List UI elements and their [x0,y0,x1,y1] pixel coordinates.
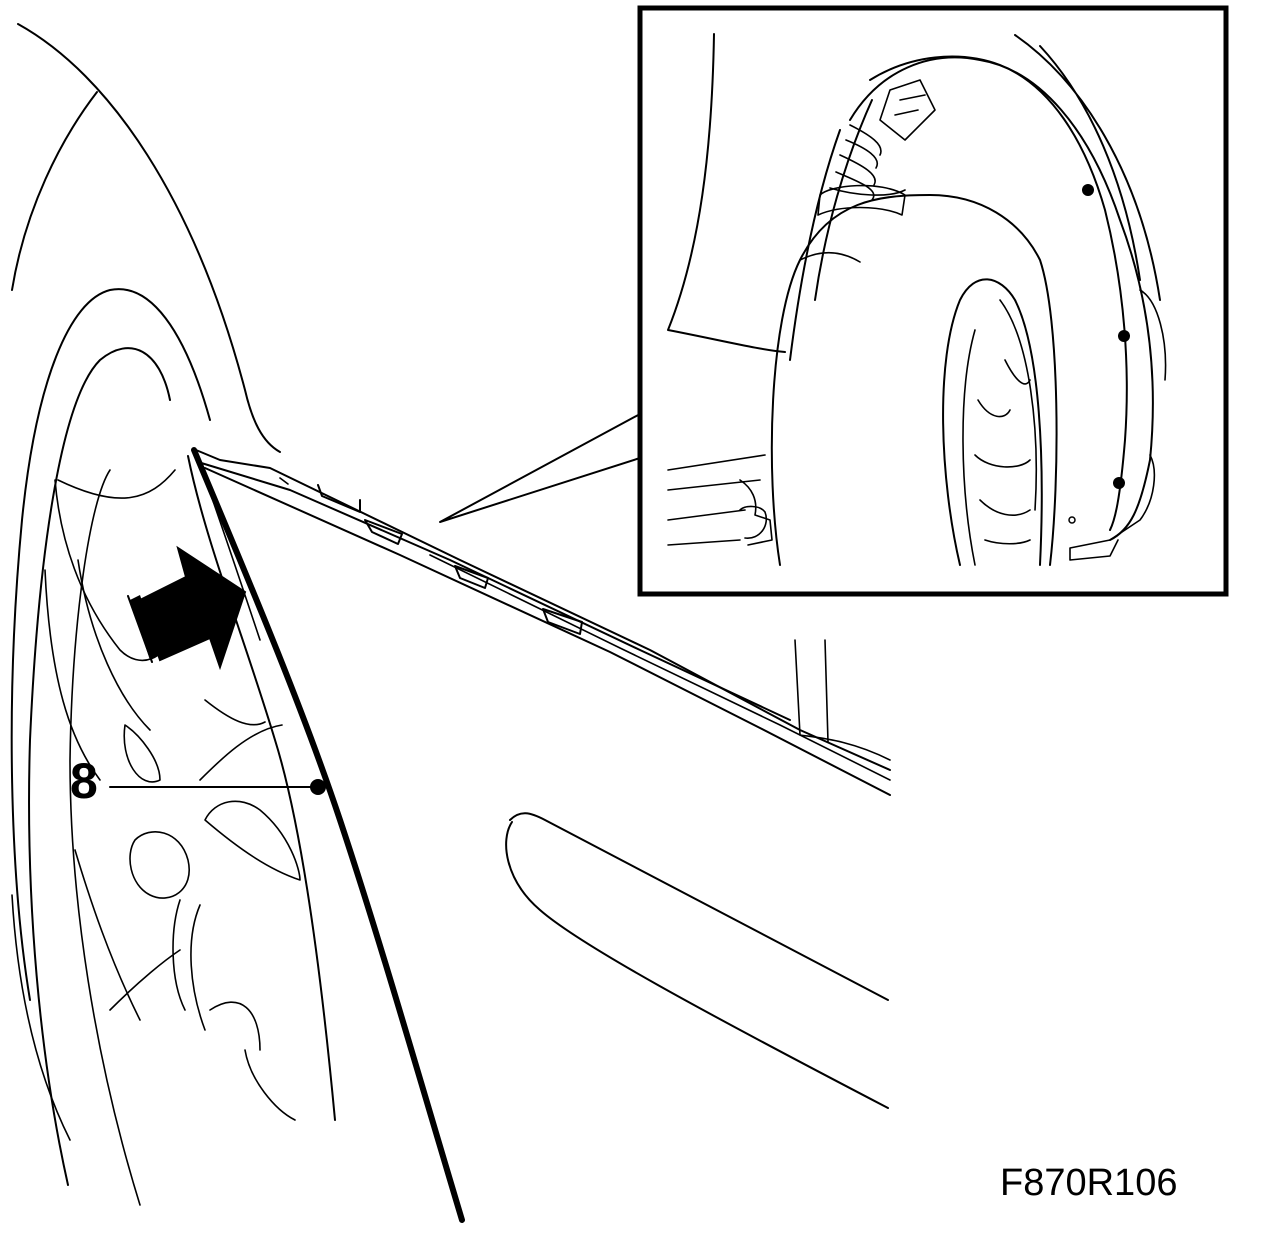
liner-small-tick [279,477,289,485]
inset-fastener-2 [1118,330,1130,342]
push-direction-arrow-icon [127,545,247,671]
inset-fastener-3 [1113,477,1125,489]
liner-clip-1 [317,484,361,513]
rim-inner [69,469,141,1206]
body-side-trim [505,812,889,1109]
a-pillar-lines [794,639,891,761]
arch-liner-bold-edge [191,447,465,1223]
figure-code: F870R106 [1000,1162,1178,1204]
rim-spoke-lower [109,899,261,1051]
inset-tire-shading [799,251,861,263]
inset-tire-sidewall [942,278,1043,566]
inset-tire-outer [770,194,1058,566]
inset-arch-liner-inner [869,55,1128,531]
liner-clip-4 [542,608,583,635]
inset-arm-bushing [739,505,767,539]
rim-spoke-lower-2 [74,849,296,1121]
inset-arch-liner-outer [849,56,1154,541]
tire-outer-edge [11,91,98,291]
arch-liner-fold [195,451,261,641]
inset-rim-spokes [974,359,1031,545]
inset-bump-stop [817,184,906,216]
inset-fastener-1 [1082,184,1094,196]
inset-strut-mount [879,79,936,141]
liner-clip-2 [364,519,403,545]
inset-arch-front-edge [789,99,873,361]
inset-small-hole [1068,516,1076,524]
rim-spoke-window-2 [44,559,151,781]
fender-secondary-line [429,554,891,781]
rim-spoke-mid [199,699,283,781]
tire-inner-line [11,894,71,1141]
rim-spoke-window-3 [123,724,161,783]
inset-detail [439,5,1229,597]
rim-hub [129,831,190,899]
inset-rim-edge [962,299,1037,566]
inset-fender-edge [667,33,786,353]
arch-liner-inner-edge [187,455,336,1121]
inset-pointer-wedge [439,413,641,523]
callout-number-8: 8 [70,753,98,809]
fender-lower-edge [204,467,891,796]
main-view [10,23,891,1223]
liner-clip-3 [454,565,489,589]
tire-outline [10,288,211,1001]
wheel-arch-outer-curve [17,23,281,453]
callout-8-dot [310,779,326,795]
inset-fender-arc [1014,34,1161,301]
inset-arch-liner-flange [1069,289,1167,561]
inset-coil-spring [829,124,906,201]
inset-suspension-arm [667,454,773,546]
rim-spoke-right [204,800,301,881]
liner-strip-edge [197,461,791,721]
rim-outer [28,347,171,1186]
